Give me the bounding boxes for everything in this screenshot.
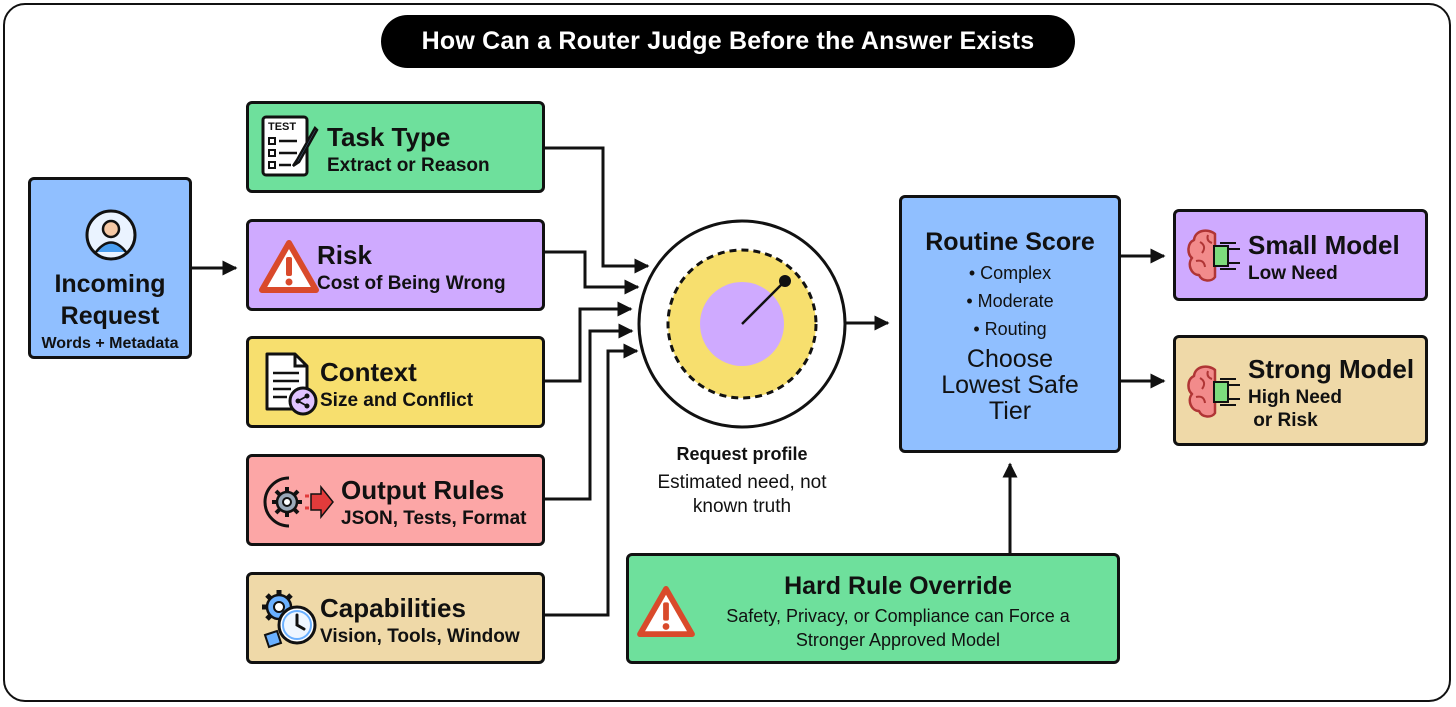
incoming-title-line1: Incoming (54, 270, 166, 298)
choose-line1: Choose (966, 345, 1054, 373)
profile-title: Request profile (676, 444, 808, 464)
choose-line3: Tier (988, 397, 1032, 425)
diagram-title: How Can a Router Judge Before the Answer… (381, 15, 1075, 68)
model-title: Strong Model (1248, 354, 1415, 384)
profile-desc-line1: Estimated need, not (657, 472, 827, 493)
choose-line2: Lowest Safe (941, 371, 1079, 399)
arrow-tasktype (545, 146, 650, 274)
feature-task-type: TEST Task Type Extract or Reason (246, 101, 545, 193)
gear-clock-icon (262, 590, 317, 649)
incoming-title-line2: Request (60, 302, 160, 330)
override-description: Safety, Privacy, or Compliance can Force… (691, 604, 1105, 652)
model-line2: or Risk (1248, 410, 1318, 431)
incoming-subtitle: Words + Metadata (41, 335, 179, 352)
feature-subtitle: Extract or Reason (327, 155, 490, 176)
model-line1: High Need (1248, 387, 1342, 408)
score-bullet-text: Routing (984, 319, 1047, 339)
feature-capabilities: Capabilities Vision, Tools, Window (246, 572, 545, 664)
request-profile-gauge (637, 219, 847, 429)
user-avatar-icon (85, 209, 137, 261)
small-model-box: Small Model Low Need (1173, 209, 1428, 301)
test-checklist-icon: TEST (261, 115, 319, 177)
arrow-capabilities (545, 343, 639, 617)
feature-context: Context Size and Conflict (246, 336, 545, 428)
warning-icon (259, 240, 319, 293)
override-line1: Safety, Privacy, or Compliance can Force… (726, 606, 1070, 626)
feature-title: Output Rules (341, 475, 505, 505)
model-title: Small Model (1248, 230, 1400, 260)
routine-score-box: Routine Score • Complex • Moderate • Rou… (899, 195, 1121, 453)
score-choose-text: Choose Lowest Safe Tier (902, 346, 1118, 424)
feature-output-rules: Output Rules JSON, Tests, Format (246, 454, 545, 546)
feature-title: Risk (317, 240, 372, 270)
feature-title: Context (320, 357, 417, 387)
arrow-risk (545, 250, 640, 295)
brain-chip-icon (1187, 365, 1240, 418)
profile-desc-line2: known truth (692, 496, 792, 517)
model-line1: Low Need (1248, 263, 1338, 284)
score-bullet-text: Complex (980, 263, 1052, 283)
strong-model-box: Strong Model High Need or Risk (1173, 335, 1428, 446)
arrow-output (545, 323, 634, 501)
document-share-icon (265, 352, 318, 416)
feature-subtitle: Cost of Being Wrong (317, 273, 506, 294)
gear-arrow-icon (263, 476, 334, 528)
feature-subtitle: JSON, Tests, Format (341, 508, 527, 529)
profile-description: Estimated need, not known truth (636, 471, 848, 519)
score-title: Routine Score (925, 228, 1095, 256)
arrow-context (545, 301, 633, 383)
override-line2: Stronger Approved Model (795, 630, 1001, 650)
svg-text:TEST: TEST (268, 121, 296, 133)
feature-risk: Risk Cost of Being Wrong (246, 219, 545, 311)
feature-subtitle: Vision, Tools, Window (320, 626, 520, 647)
feature-subtitle: Size and Conflict (320, 390, 474, 411)
feature-title: Task Type (327, 122, 451, 152)
score-bullet: • Moderate (966, 291, 1054, 311)
feature-title: Capabilities (320, 593, 466, 623)
score-bullet: • Routing (973, 319, 1047, 339)
incoming-request-box: Incoming Request Words + Metadata (28, 177, 192, 359)
brain-chip-icon (1187, 229, 1240, 282)
warning-icon (637, 586, 695, 638)
score-bullet: • Complex (968, 263, 1052, 283)
override-title: Hard Rule Override (784, 572, 1012, 600)
score-bullet-text: Moderate (977, 291, 1054, 311)
hard-rule-override-box: Hard Rule Override Safety, Privacy, or C… (626, 553, 1120, 664)
